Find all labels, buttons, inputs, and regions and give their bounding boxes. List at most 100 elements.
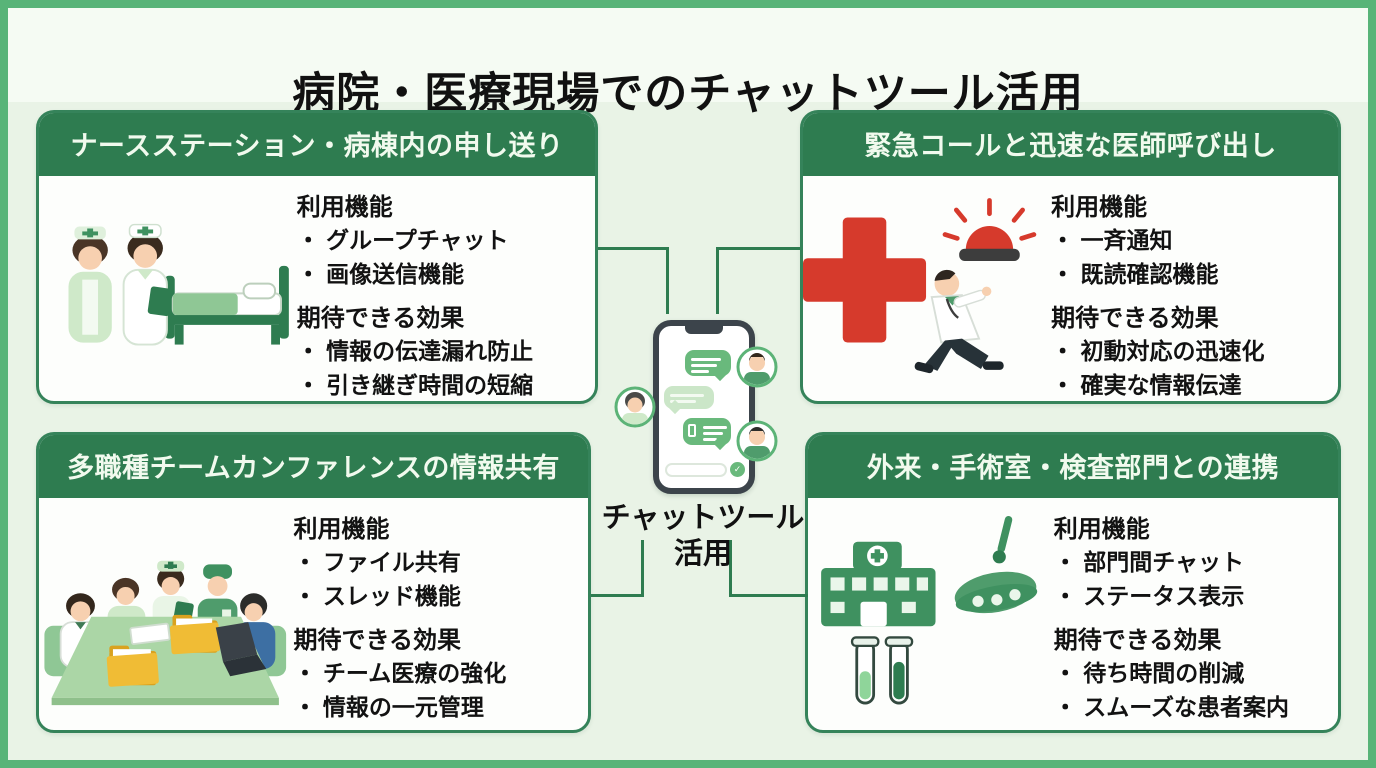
paper-icon: [129, 622, 171, 645]
panel-header-text: 緊急コールと迅速な医師呼び出し: [864, 130, 1277, 161]
panel-header-text: ナースステーション・病棟内の申し送り: [70, 130, 564, 161]
bullet-marker: [297, 338, 326, 364]
nurses-and-bed-illustration: [39, 176, 295, 401]
title-band: [8, 8, 1368, 102]
panel-emergency-call-header: 緊急コールと迅速な医師呼び出し: [803, 113, 1338, 176]
siren-icon: [942, 198, 1037, 262]
bullet-marker: [294, 660, 323, 686]
folder-icon: [106, 645, 159, 687]
effects-label: 期待できる効果: [1053, 627, 1222, 655]
feature-item: ステータス表示: [1054, 580, 1330, 613]
hospital-building-icon: [821, 541, 936, 627]
panel-departments-link-text: 利用機能 部門間チャット ステータス表示 期待できる効果 待ち時間の削減 スムー…: [1052, 498, 1338, 730]
infographic-canvas: 病院・医療現場でのチャットツール活用 ナースステーション・病棟内の申し送り: [8, 8, 1368, 760]
effects-label: 期待できる効果: [293, 627, 462, 655]
bullet-marker: [297, 372, 326, 398]
feature-item: 一斉通知: [1051, 224, 1330, 257]
emergency-icon: [803, 198, 1037, 374]
running-doctor-icon: [914, 269, 1004, 374]
test-tube-icon: [884, 636, 914, 705]
conference-illustration: [39, 498, 292, 730]
connector-line: [641, 540, 644, 597]
bullet-marker: [294, 694, 323, 720]
page-title: 病院・医療現場でのチャットツール活用: [292, 69, 1084, 118]
bullet-marker: [294, 583, 323, 609]
chat-bubble: [683, 418, 731, 451]
red-cross-icon: [803, 217, 927, 343]
connector-line: [666, 247, 669, 314]
center-label: チャットツール 活用: [563, 500, 843, 573]
nurses-bed-icon: [68, 223, 289, 346]
features-label: 利用機能: [293, 516, 390, 543]
feature-item: 部門間チャット: [1054, 546, 1330, 579]
features-label: 利用機能: [1053, 516, 1150, 543]
bullet-marker: [1051, 338, 1080, 364]
nurse-icon: [68, 226, 112, 343]
phone-notch: [685, 325, 723, 334]
panel-nurse-station-header: ナースステーション・病棟内の申し送り: [39, 113, 595, 176]
center-label-line1: チャットツール: [601, 502, 805, 534]
effect-item: 確実な情報伝達: [1051, 369, 1330, 401]
effect-item: 初動対応の迅速化: [1051, 335, 1330, 368]
bullet-marker: [297, 261, 326, 287]
folder-icon: [169, 614, 221, 655]
avatar: [736, 420, 778, 462]
feature-item: ファイル共有: [294, 546, 580, 579]
effects-label: 期待できる効果: [1051, 305, 1219, 333]
connector-line: [716, 247, 719, 314]
panel-departments-link-header: 外来・手術室・検査部門との連携: [808, 435, 1338, 498]
departments-illustration: [808, 498, 1052, 730]
avatar: [736, 346, 778, 388]
panel-departments-link: 外来・手術室・検査部門との連携: [805, 432, 1341, 733]
effect-item: 情報の伝達漏れ防止: [297, 335, 587, 368]
feature-item: スレッド機能: [294, 580, 580, 613]
bullet-marker: [1054, 583, 1083, 609]
effect-item: 引き継ぎ時間の短縮: [297, 369, 587, 401]
send-icon: ✓: [730, 462, 745, 477]
panel-team-conference: 多職種チームカンファレンスの情報共有: [36, 432, 591, 733]
bullet-marker: [297, 227, 326, 253]
test-tube-icon: [850, 636, 880, 705]
effect-item: チーム医療の強化: [294, 657, 580, 690]
smartphone-chat-icon: ✓: [653, 320, 755, 494]
feature-item: グループチャット: [297, 224, 587, 257]
connector-line: [716, 247, 800, 250]
laptop-icon: [215, 622, 267, 677]
nurse-icon: [122, 223, 173, 346]
chat-bubble: [685, 350, 731, 382]
bullet-marker: [1054, 694, 1083, 720]
emergency-illustration: [803, 176, 1049, 401]
avatar: [614, 386, 656, 428]
feature-item: 既読確認機能: [1051, 258, 1330, 291]
features-label: 利用機能: [1051, 194, 1148, 221]
panel-header-text: 多職種チームカンファレンスの情報共有: [67, 452, 560, 483]
features-label: 利用機能: [296, 194, 393, 221]
hospital-bed-icon: [164, 265, 289, 345]
panel-emergency-call-text: 利用機能 一斉通知 既読確認機能 期待できる効果 初動対応の迅速化 確実な情報伝…: [1049, 176, 1338, 401]
panel-nurse-station-text: 利用機能 グループチャット 画像送信機能 期待できる効果 情報の伝達漏れ防止 引…: [295, 176, 595, 401]
center-label-line2: 活用: [673, 538, 732, 571]
panel-nurse-station: ナースステーション・病棟内の申し送り: [36, 110, 598, 404]
connector-line: [729, 540, 732, 597]
feature-item: 画像送信機能: [297, 258, 587, 291]
bullet-marker: [1054, 660, 1083, 686]
effect-item: スムーズな患者案内: [1054, 691, 1330, 724]
connector-line: [591, 594, 644, 597]
bullet-marker: [1051, 261, 1080, 287]
bullet-marker: [294, 549, 323, 575]
bullet-marker: [1051, 372, 1080, 398]
conference-icon: [44, 560, 287, 706]
connector-line: [598, 247, 669, 250]
panel-team-conference-header: 多職種チームカンファレンスの情報共有: [39, 435, 588, 498]
departments-icon: [821, 515, 1038, 705]
connector-line: [729, 594, 808, 597]
bullet-marker: [1054, 549, 1083, 575]
effects-label: 期待できる効果: [296, 305, 465, 333]
effect-item: 待ち時間の削減: [1054, 657, 1330, 690]
panel-emergency-call: 緊急コールと迅速な医師呼び出し: [800, 110, 1341, 404]
panel-header-text: 外来・手術室・検査部門との連携: [866, 452, 1280, 483]
chat-bubble: [664, 386, 714, 415]
bullet-marker: [1051, 227, 1080, 253]
effect-item: 情報の一元管理: [294, 691, 580, 724]
surgical-lamp-icon: [954, 515, 1038, 614]
